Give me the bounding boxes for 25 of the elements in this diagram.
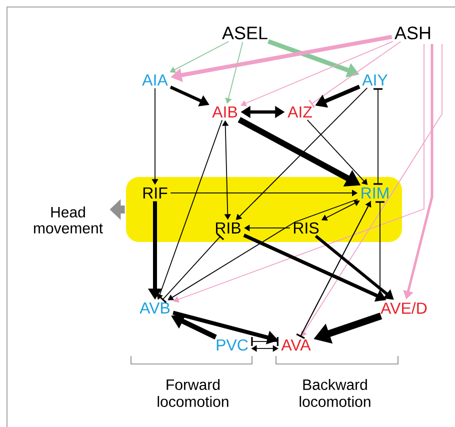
neuron-label: PVC (216, 339, 248, 351)
arrow (301, 44, 442, 337)
neuron-label: AVB (140, 302, 170, 314)
inhibition-line (251, 336, 278, 346)
output-label: Head movement (34, 206, 103, 234)
inhibition-line (308, 41, 402, 108)
neuron-label: ASEL (222, 26, 268, 40)
neuron-label: AVA (281, 339, 311, 350)
neuron-label: AIY (362, 74, 388, 86)
arrow (240, 41, 394, 106)
neuron-label: AIZ (288, 106, 312, 118)
neuron-label: RIF (143, 187, 168, 198)
neuron-label: AVE/D (380, 302, 427, 314)
neuron-label: RIS (294, 222, 319, 234)
neuron-label: RIB (216, 222, 240, 234)
neuron-label: ASH (394, 26, 430, 40)
neuron-label: AIA (142, 74, 168, 86)
highlight-band (126, 177, 402, 242)
group-label: Backward locomotion (300, 378, 370, 407)
neuron-label: RIM (362, 187, 388, 198)
neuron-label: AIB (212, 106, 238, 118)
arrow (173, 44, 424, 303)
arrow (168, 198, 358, 300)
inhibition-line (374, 88, 382, 185)
group-label: Forward locomotion (158, 378, 228, 407)
